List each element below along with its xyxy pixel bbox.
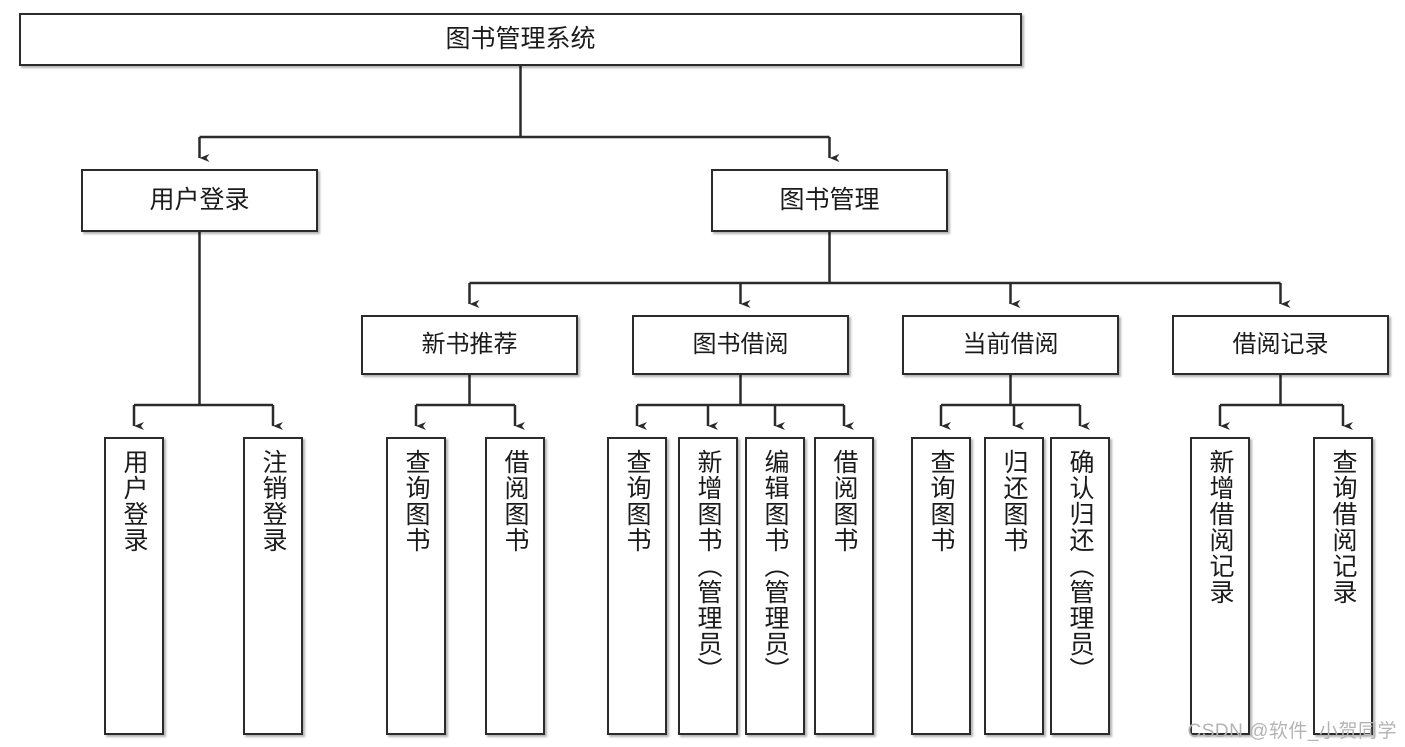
- node-label-leaf-query-rec: 查询借阅记录: [1329, 449, 1357, 605]
- node-label-leaf-query-2: 查询图书: [623, 449, 651, 553]
- node-user-login[interactable]: 用户登录: [81, 169, 318, 232]
- node-book-mgmt[interactable]: 图书管理: [711, 169, 948, 232]
- node-leaf-return[interactable]: 归还图书: [984, 437, 1044, 735]
- node-borrow-record[interactable]: 借阅记录: [1172, 315, 1389, 375]
- node-leaf-borrow-1[interactable]: 借阅图书: [485, 437, 545, 735]
- node-leaf-user-login[interactable]: 用户登录: [104, 437, 164, 735]
- node-label-book-mgmt: 图书管理: [779, 185, 880, 214]
- node-root[interactable]: 图书管理系统: [19, 13, 1022, 66]
- node-label-book-borrow: 图书借阅: [692, 330, 789, 358]
- node-label-current-borrow: 当前借阅: [962, 330, 1059, 358]
- node-label-user-login: 用户登录: [149, 185, 250, 214]
- node-leaf-add-rec[interactable]: 新增借阅记录: [1190, 437, 1250, 735]
- node-current-borrow[interactable]: 当前借阅: [902, 315, 1119, 375]
- node-label-leaf-return: 归还图书: [1000, 449, 1028, 553]
- node-leaf-query-1[interactable]: 查询图书: [386, 437, 446, 735]
- node-label-leaf-borrow-1: 借阅图书: [501, 449, 529, 553]
- node-label-leaf-query-1: 查询图书: [402, 449, 430, 553]
- watermark-text: CSDN @软件_小贺同学: [1187, 721, 1397, 742]
- node-label-leaf-borrow-2: 借阅图书: [830, 449, 858, 553]
- node-label-root: 图书管理系统: [445, 24, 596, 53]
- node-label-leaf-add-rec: 新增借阅记录: [1206, 449, 1234, 605]
- node-label-leaf-edit-book: 编辑图书（管理员）: [761, 449, 789, 683]
- node-leaf-borrow-2[interactable]: 借阅图书: [814, 437, 874, 735]
- node-leaf-query-2[interactable]: 查询图书: [607, 437, 667, 735]
- node-label-leaf-logout: 注销登录: [259, 449, 287, 553]
- node-label-leaf-query-3: 查询图书: [927, 449, 955, 553]
- node-leaf-query-3[interactable]: 查询图书: [911, 437, 971, 735]
- node-label-leaf-confirm: 确认归还（管理员）: [1066, 449, 1094, 683]
- node-label-borrow-record: 借阅记录: [1232, 330, 1329, 358]
- node-new-book-rec[interactable]: 新书推荐: [361, 315, 578, 375]
- node-book-borrow[interactable]: 图书借阅: [632, 315, 849, 375]
- node-label-new-book-rec: 新书推荐: [421, 330, 518, 358]
- node-label-leaf-user-login: 用户登录: [120, 449, 148, 553]
- node-leaf-logout[interactable]: 注销登录: [243, 437, 303, 735]
- node-leaf-edit-book[interactable]: 编辑图书（管理员）: [745, 437, 805, 735]
- node-leaf-confirm[interactable]: 确认归还（管理员）: [1050, 437, 1110, 735]
- node-label-leaf-add-book: 新增图书（管理员）: [694, 449, 722, 683]
- node-leaf-query-rec[interactable]: 查询借阅记录: [1313, 437, 1373, 735]
- node-leaf-add-book[interactable]: 新增图书（管理员）: [678, 437, 738, 735]
